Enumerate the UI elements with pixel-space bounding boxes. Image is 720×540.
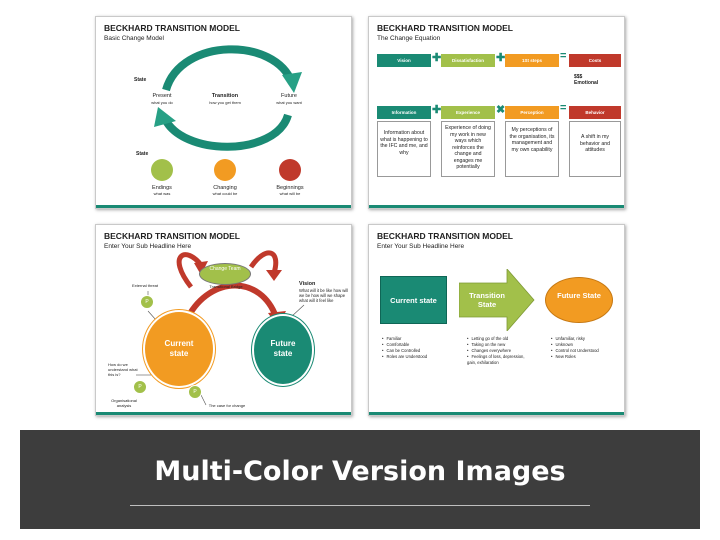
- plus-icon: ✚: [432, 104, 442, 116]
- vision-text: What will it be like how will we be how …: [299, 288, 349, 304]
- dissatisfaction-box: Dissatisfaction: [441, 54, 495, 67]
- costs-note: $$$ Emotional: [574, 74, 599, 86]
- arrow-head-bottom: [154, 107, 176, 127]
- state-label-top: State: [134, 77, 147, 83]
- change-team-ellipse: [199, 263, 251, 285]
- list-item: Letting go of the old: [467, 336, 529, 342]
- slide-footer-bar: [369, 205, 624, 208]
- list-item: New Roles: [551, 354, 621, 360]
- transition-sub: how you get them: [209, 100, 241, 105]
- p-circle-bottom: [188, 385, 202, 399]
- transition-label: Transition: [211, 93, 239, 99]
- list-item: Control not Understood: [551, 348, 621, 354]
- equals-icon: =: [560, 102, 567, 114]
- changing-circle: [214, 159, 236, 181]
- list-item: Unfamiliar, risky: [551, 336, 621, 342]
- plus-icon: ✚: [432, 52, 442, 64]
- current-state-label: Current state: [164, 339, 194, 358]
- future-state-label: Future State: [557, 291, 601, 300]
- slide-subtitle: Enter Your Sub Headline Here: [104, 243, 192, 250]
- slide-footer-bar: [369, 412, 624, 415]
- case-for-change-label: The case for change: [208, 403, 246, 408]
- list-item: Can be Controlled: [382, 348, 452, 354]
- slide-three-states[interactable]: BECKHARD TRANSITION MODEL Enter Your Sub…: [368, 224, 625, 416]
- transitional-bridge-label: Transitional Bridge: [209, 284, 243, 289]
- information-note: Information about what is happening to t…: [377, 121, 431, 177]
- banner-divider: [130, 505, 590, 506]
- how-do-we-label: How do we understand what this is?: [108, 362, 138, 377]
- list-item: Roles are Understood: [382, 354, 452, 360]
- list-item: Changes everywhere: [467, 348, 529, 354]
- plus-icon: ✚: [496, 52, 506, 64]
- slide-footer-bar: [96, 412, 351, 415]
- change-team-label: Change Team: [209, 266, 241, 272]
- vision-box: Vision: [377, 54, 431, 67]
- list-item: Feelings of loss, depression, gain, exhi…: [467, 354, 529, 366]
- experience-note: Experience of doing my work in new ways …: [441, 121, 495, 177]
- future-state-circle: [252, 314, 314, 386]
- future-sub: what you want: [276, 100, 302, 105]
- future-state-ellipse: [545, 277, 613, 323]
- experience-box: Experience: [441, 106, 495, 119]
- list-item: Comfortable: [382, 342, 452, 348]
- behavior-box: Behavior: [569, 106, 621, 119]
- version-banner: Multi-Color Version Images: [20, 430, 700, 529]
- future-state-label: Future state: [270, 339, 296, 358]
- p-label-bottom: P: [193, 389, 197, 395]
- transition-arrow: [459, 269, 535, 331]
- list-item: Unknown: [551, 342, 621, 348]
- slide-change-equation[interactable]: BECKHARD TRANSITION MODEL The Change Equ…: [368, 16, 625, 209]
- p-circle-top: [140, 295, 154, 309]
- first-steps-box: 1St steps: [505, 54, 559, 67]
- beginnings-circle: [279, 159, 301, 181]
- current-state-box: Current state: [380, 276, 447, 324]
- current-state-circle: [143, 310, 215, 388]
- org-analysis-label: Organisational analysis: [111, 398, 137, 408]
- equals-icon: =: [560, 50, 567, 62]
- slide-title: BECKHARD TRANSITION MODEL: [104, 231, 240, 241]
- endings-label: Endings: [152, 185, 172, 191]
- p-label-top: P: [145, 299, 149, 305]
- beginnings-sub: what will be: [279, 191, 301, 196]
- future-state-list: Unfamiliar, risky Unknown Control not Un…: [551, 336, 621, 360]
- vision-title: Vision: [299, 281, 316, 287]
- endings-sub: what was: [153, 191, 171, 196]
- changing-label: Changing: [213, 185, 237, 191]
- slide-transitional-bridge[interactable]: BECKHARD TRANSITION MODEL Enter Your Sub…: [95, 224, 352, 416]
- slide-footer-bar: [96, 205, 351, 208]
- slide-subtitle: Basic Change Model: [104, 35, 164, 42]
- external-threat-label: External threat: [131, 283, 158, 288]
- slide-subtitle: Enter Your Sub Headline Here: [377, 243, 465, 250]
- slide-title: BECKHARD TRANSITION MODEL: [104, 23, 240, 33]
- information-box: Information: [377, 106, 431, 119]
- future-label: Future: [281, 93, 297, 99]
- state-label-bottom: State: [136, 151, 149, 157]
- list-item: Taking on the new: [467, 342, 529, 348]
- present-sub: what you do: [151, 100, 173, 105]
- present-label: Present: [152, 93, 172, 99]
- cycle-arrows: [154, 45, 302, 151]
- slide-basic-change-model[interactable]: BECKHARD TRANSITION MODEL Basic Change M…: [95, 16, 352, 209]
- changing-sub: what could be: [212, 191, 238, 196]
- endings-circle: [151, 159, 173, 181]
- banner-title: Multi-Color Version Images: [154, 456, 566, 487]
- slide-subtitle: The Change Equation: [377, 35, 441, 42]
- perception-note: My perceptions of the organisation, its …: [505, 121, 559, 177]
- beginnings-label: Beginnings: [276, 185, 304, 191]
- transition-state-label: Transition State: [469, 291, 505, 309]
- costs-box: Costs: [569, 54, 621, 67]
- behavior-note: A shift in my behavior and attitudes: [569, 121, 621, 177]
- perception-box: Perception: [505, 106, 559, 119]
- current-state-list: Familiar Comfortable Can be Controlled R…: [382, 336, 452, 360]
- list-item: Familiar: [382, 336, 452, 342]
- transition-state-list: Letting go of the old Taking on the new …: [467, 336, 529, 366]
- p-circle-left: [133, 380, 147, 394]
- arrow-head-top: [282, 72, 302, 93]
- slide-title: BECKHARD TRANSITION MODEL: [377, 23, 513, 33]
- times-icon: ✖: [496, 104, 506, 116]
- p-label-left: P: [138, 384, 142, 390]
- slide-title: BECKHARD TRANSITION MODEL: [377, 231, 513, 241]
